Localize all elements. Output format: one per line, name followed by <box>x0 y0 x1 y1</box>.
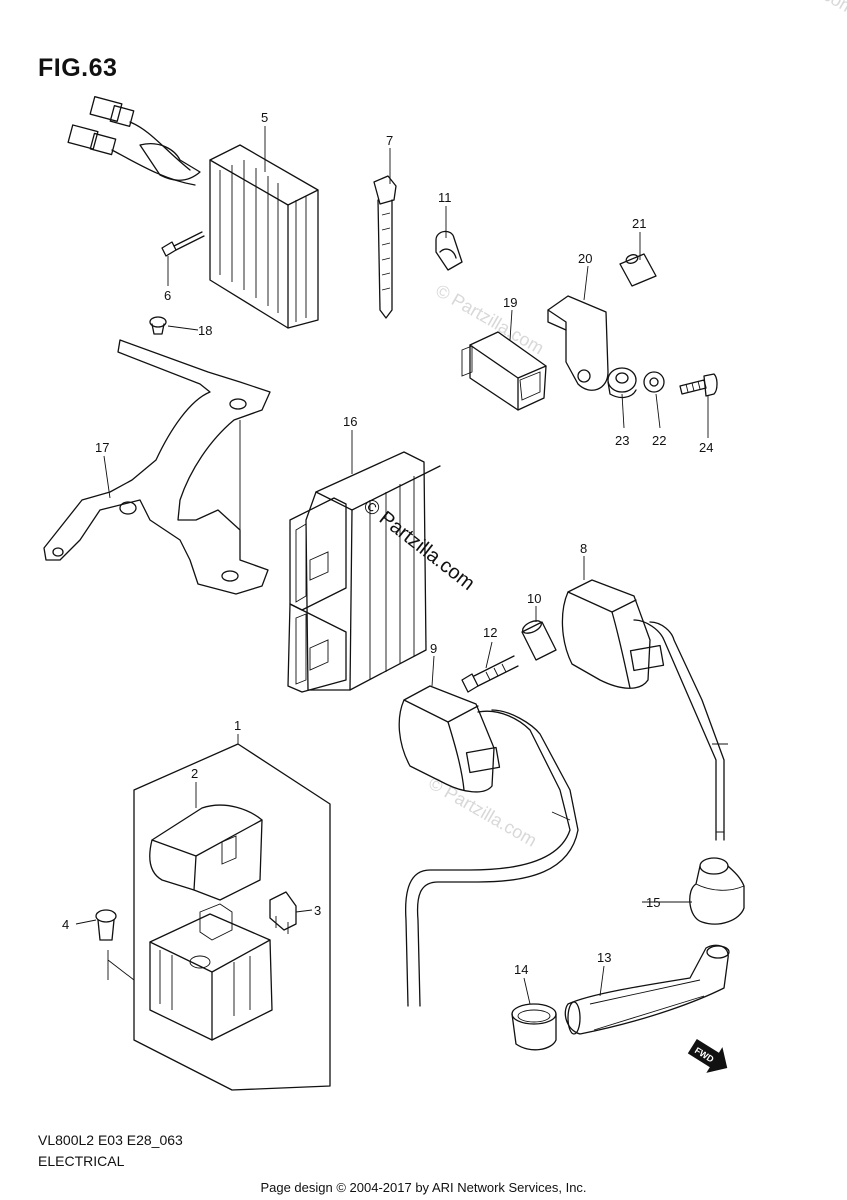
part-18-screw <box>149 316 167 335</box>
callout-16: 16 <box>343 414 357 429</box>
callout-20: 20 <box>578 251 592 266</box>
part-16-ecm <box>287 451 441 693</box>
callout-3: 3 <box>314 903 321 918</box>
callout-12: 12 <box>483 625 497 640</box>
callout-11: 11 <box>438 190 452 205</box>
part-21-collar <box>619 253 657 287</box>
part-7-cable-tie <box>373 175 397 319</box>
part-5-regulator <box>67 96 319 329</box>
part-24-bolt <box>679 373 718 397</box>
part-22-collar <box>643 371 665 393</box>
callout-2: 2 <box>191 766 198 781</box>
callout-13: 13 <box>597 950 611 965</box>
part-23-grommet <box>607 367 637 399</box>
watermark-mid-left: © Partzilla.com <box>432 280 547 358</box>
part-11-clip <box>435 230 463 271</box>
callout-6: 6 <box>164 288 171 303</box>
callout-9: 9 <box>430 641 437 656</box>
callout-5: 5 <box>261 110 268 125</box>
callout-19: 19 <box>503 295 517 310</box>
watermark-top-center: © Partzilla.com <box>744 0 847 19</box>
callout-18: 18 <box>198 323 212 338</box>
figure-title: FIG.63 <box>38 54 118 82</box>
part-1-starter-relay-assembly <box>95 743 331 1091</box>
part-20-bracket <box>547 295 609 391</box>
part-19-relay <box>461 331 547 411</box>
callout-24: 24 <box>699 440 713 455</box>
callout-14: 14 <box>514 962 528 977</box>
watermark-bottom-left: © Partzilla.com <box>425 773 540 851</box>
leader-lines <box>75 126 709 1005</box>
callout-1: 1 <box>234 718 241 733</box>
callout-22: 22 <box>652 433 666 448</box>
fwd-direction-marker: FWD <box>687 1038 728 1073</box>
part-14-ring <box>511 1003 557 1051</box>
section-name: ELECTRICAL <box>38 1153 125 1169</box>
callout-10: 10 <box>527 591 541 606</box>
part-17-bracket <box>43 339 271 595</box>
part-10-spacer <box>521 620 557 661</box>
callout-23: 23 <box>615 433 629 448</box>
part-9-ignition-coil <box>398 685 579 1007</box>
page-footer: Page design © 2004-2017 by ARI Network S… <box>260 1180 587 1195</box>
callout-4: 4 <box>62 917 69 932</box>
callout-15: 15 <box>646 895 660 910</box>
part-13-plug-cap <box>564 944 730 1035</box>
callout-labels: 1 2 3 4 5 6 7 8 9 10 11 12 13 14 15 16 1… <box>62 110 713 977</box>
part-12-bolt <box>461 655 519 693</box>
callout-8: 8 <box>580 541 587 556</box>
callout-7: 7 <box>386 133 393 148</box>
watermark-center: © Partzilla.com <box>359 495 479 595</box>
part-8-ignition-coil <box>561 579 728 841</box>
model-code: VL800L2 E03 E28_063 <box>38 1132 183 1148</box>
part-15-cap <box>689 857 745 925</box>
callout-21: 21 <box>632 216 646 231</box>
callout-17: 17 <box>95 440 109 455</box>
